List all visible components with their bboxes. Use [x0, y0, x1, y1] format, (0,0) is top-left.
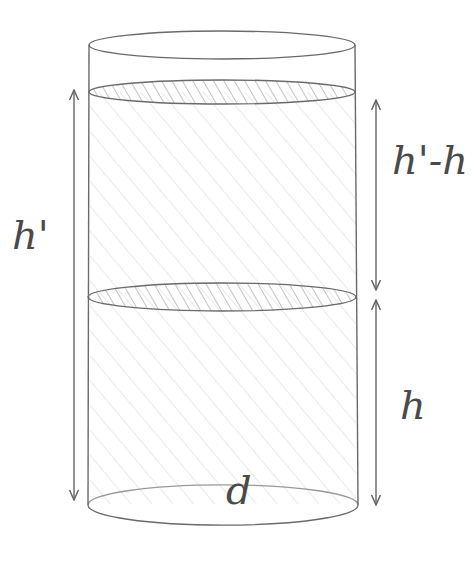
height-difference-label: h'-h	[392, 140, 468, 180]
diameter-label: d	[226, 470, 252, 510]
height-label: h	[400, 385, 426, 425]
dimension-arrows	[74, 90, 376, 505]
cylinder-outline	[88, 31, 358, 525]
height-label: h'	[12, 215, 49, 255]
